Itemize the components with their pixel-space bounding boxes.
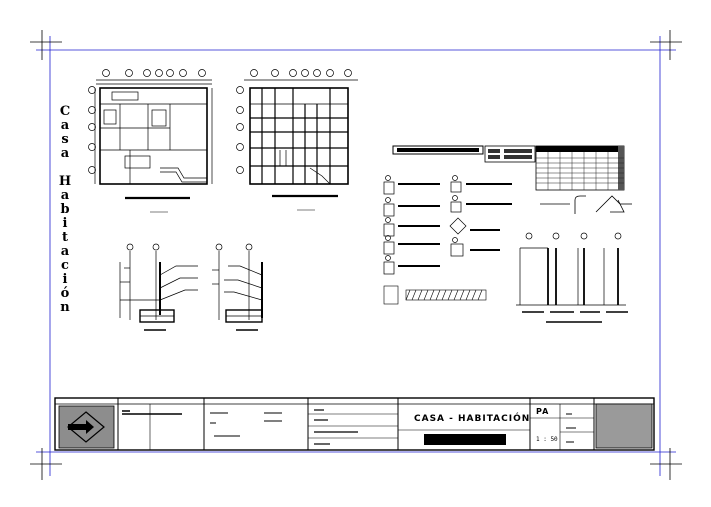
hatched-beam-detail <box>383 285 487 305</box>
section-detail-1 <box>119 243 198 331</box>
floor-plan-architectural <box>88 69 213 213</box>
scale-note: 1 : 50 <box>536 436 558 443</box>
logo-diamond-arrow-icon <box>58 405 115 449</box>
sheet-frame <box>36 36 676 476</box>
project-title: CASA - HABITACIÓN <box>414 414 531 424</box>
title-block <box>54 397 655 451</box>
title-letter: c <box>61 258 69 273</box>
sheet-code: PA <box>536 407 550 416</box>
axis-bubbles-plan-1 <box>88 69 206 174</box>
wall-sections <box>516 232 628 323</box>
title-letter: a <box>60 118 70 133</box>
rebar-bend-details <box>540 195 632 214</box>
title-block-subtitle-bar <box>424 434 506 445</box>
section-detail-2 <box>212 243 263 331</box>
title-letter: i <box>62 272 68 287</box>
title-letter: n <box>60 300 70 315</box>
title-block-text-lines <box>122 409 576 445</box>
schedule-table-rows <box>536 152 624 190</box>
title-letter: C <box>59 104 71 119</box>
crop-marks <box>30 30 682 480</box>
title-block-hatch-panel <box>595 403 653 449</box>
title-letter: a <box>60 244 70 259</box>
title-letter: ó <box>60 286 70 301</box>
floor-plan-structural <box>236 69 358 211</box>
vertical-sheet-title: C a s a H a b i t a c i ó n <box>54 105 76 380</box>
title-letter: H <box>58 174 72 189</box>
title-letter: b <box>60 202 70 217</box>
title-letter: t <box>61 230 68 245</box>
title-letter: a <box>60 146 70 161</box>
title-letter: i <box>62 216 68 231</box>
column-details <box>383 175 512 275</box>
title-letter: s <box>61 132 69 147</box>
title-letter: a <box>60 188 70 203</box>
axis-bubbles-plan-2 <box>236 69 352 174</box>
